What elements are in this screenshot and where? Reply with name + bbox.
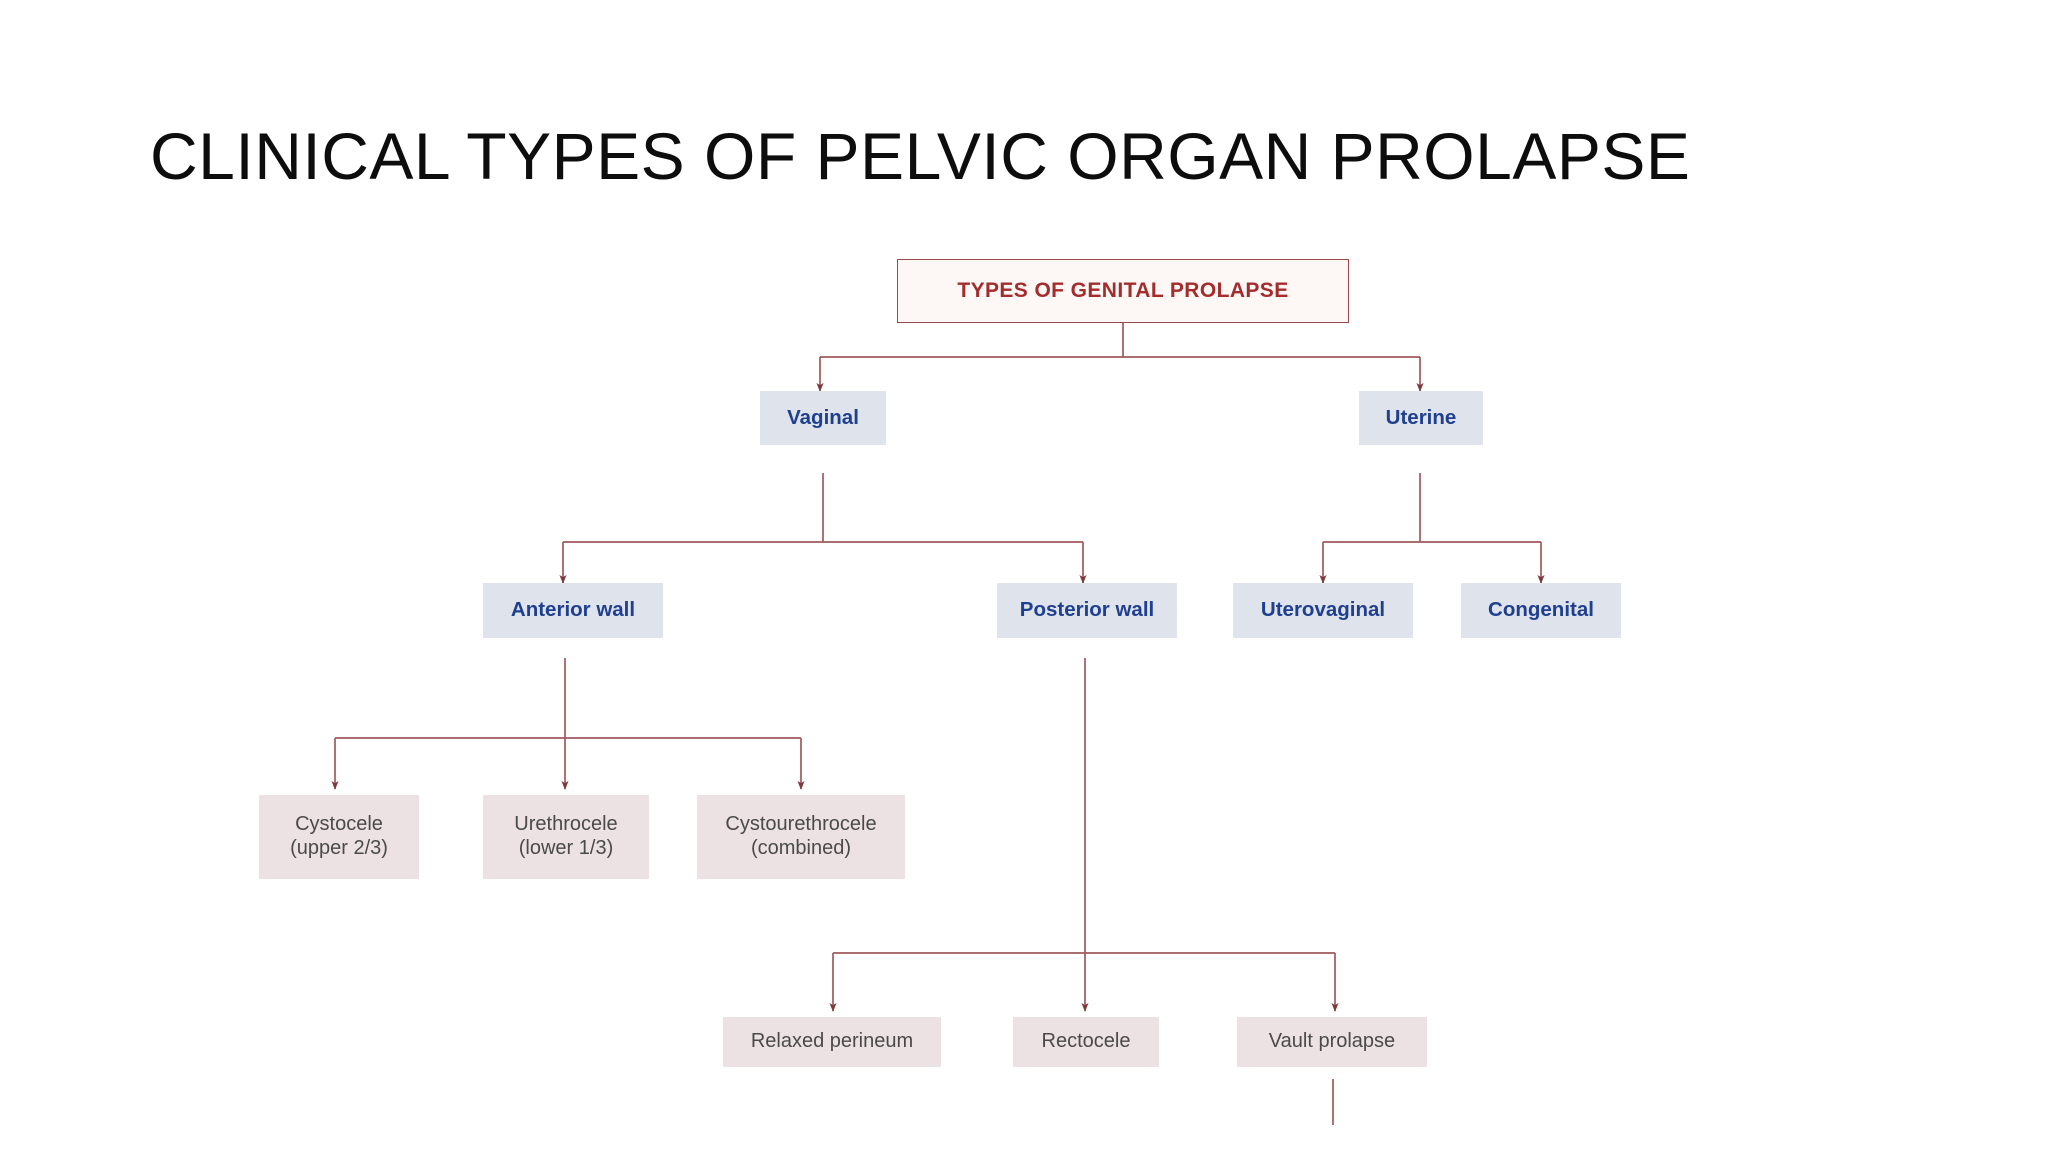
node-label-line1: Cystourethrocele (725, 813, 877, 836)
connector-lines (331, 323, 1545, 1125)
node-vault-prolapse[interactable]: Vault prolapse (1237, 1017, 1427, 1067)
node-label: Posterior wall (1019, 598, 1155, 622)
node-congenital[interactable]: Congenital (1461, 583, 1621, 638)
node-relaxed-perineum[interactable]: Relaxed perineum (723, 1017, 941, 1067)
node-label-line2: (combined) (750, 837, 852, 859)
node-label-line2: (lower 1/3) (518, 837, 614, 859)
node-label: TYPES OF GENITAL PROLAPSE (957, 278, 1289, 302)
connector-group (331, 323, 1545, 1125)
node-label: Vaginal (787, 405, 859, 429)
node-anterior-wall[interactable]: Anterior wall (483, 583, 663, 638)
node-label: Uterovaginal (1260, 598, 1386, 622)
node-label: Anterior wall (510, 598, 636, 622)
node-cystocele[interactable]: Cystocele (upper 2/3) (259, 795, 419, 879)
node-cystourethrocele[interactable]: Cystourethrocele (combined) (697, 795, 905, 879)
node-vaginal[interactable]: Vaginal (760, 391, 886, 445)
node-label-line2: (upper 2/3) (290, 837, 388, 859)
node-rectocele[interactable]: Rectocele (1013, 1017, 1159, 1067)
node-types-of-genital-prolapse[interactable]: TYPES OF GENITAL PROLAPSE (897, 259, 1349, 323)
node-urethrocele[interactable]: Urethrocele (lower 1/3) (483, 795, 649, 879)
node-label-line1: Cystocele (295, 813, 383, 836)
node-uterine[interactable]: Uterine (1359, 391, 1483, 445)
node-label: Uterine (1385, 405, 1457, 429)
node-posterior-wall[interactable]: Posterior wall (997, 583, 1177, 638)
page-title: CLINICAL TYPES OF PELVIC ORGAN PROLAPSE (150, 119, 1691, 193)
node-label: Congenital (1488, 598, 1594, 622)
node-label-line1: Rectocele (1041, 1030, 1131, 1053)
node-uterovaginal[interactable]: Uterovaginal (1233, 583, 1413, 638)
node-label-line1: Relaxed perineum (750, 1030, 914, 1053)
node-label-line1: Vault prolapse (1268, 1030, 1396, 1053)
flowchart-diagram: TYPES OF GENITAL PROLAPSE Vaginal Uterin… (245, 205, 1805, 1125)
node-label-line1: Urethrocele (514, 813, 618, 836)
